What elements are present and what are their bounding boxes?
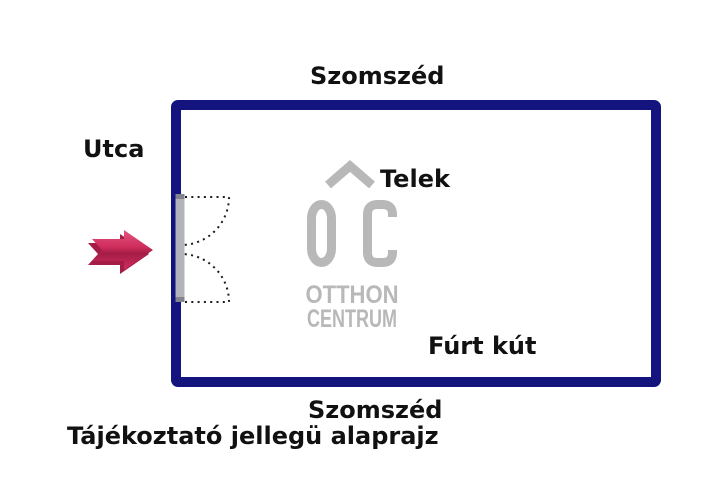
arrow-body: [92, 230, 153, 270]
label-neighbor-top: Szomszéd: [310, 62, 445, 90]
label-disclaimer: Tájékoztató jellegü alaprajz: [67, 422, 439, 450]
brand-initial-o: [307, 200, 336, 267]
roof-icon: [325, 160, 375, 189]
plot-boundary: [171, 100, 661, 387]
label-plot: Telek: [380, 165, 450, 193]
brand-line2: CENTRUM: [307, 305, 397, 333]
gate-cap-top: [175, 194, 185, 199]
brand-initial-c: [363, 200, 397, 267]
label-street: Utca: [83, 135, 145, 163]
label-well: Fúrt kút: [428, 332, 537, 360]
gate-opening: [175, 194, 185, 302]
brand-line1: OTTHON: [306, 281, 399, 309]
gate-cap-bottom: [175, 297, 185, 302]
label-neighbor-bottom: Szomszéd: [308, 396, 443, 424]
